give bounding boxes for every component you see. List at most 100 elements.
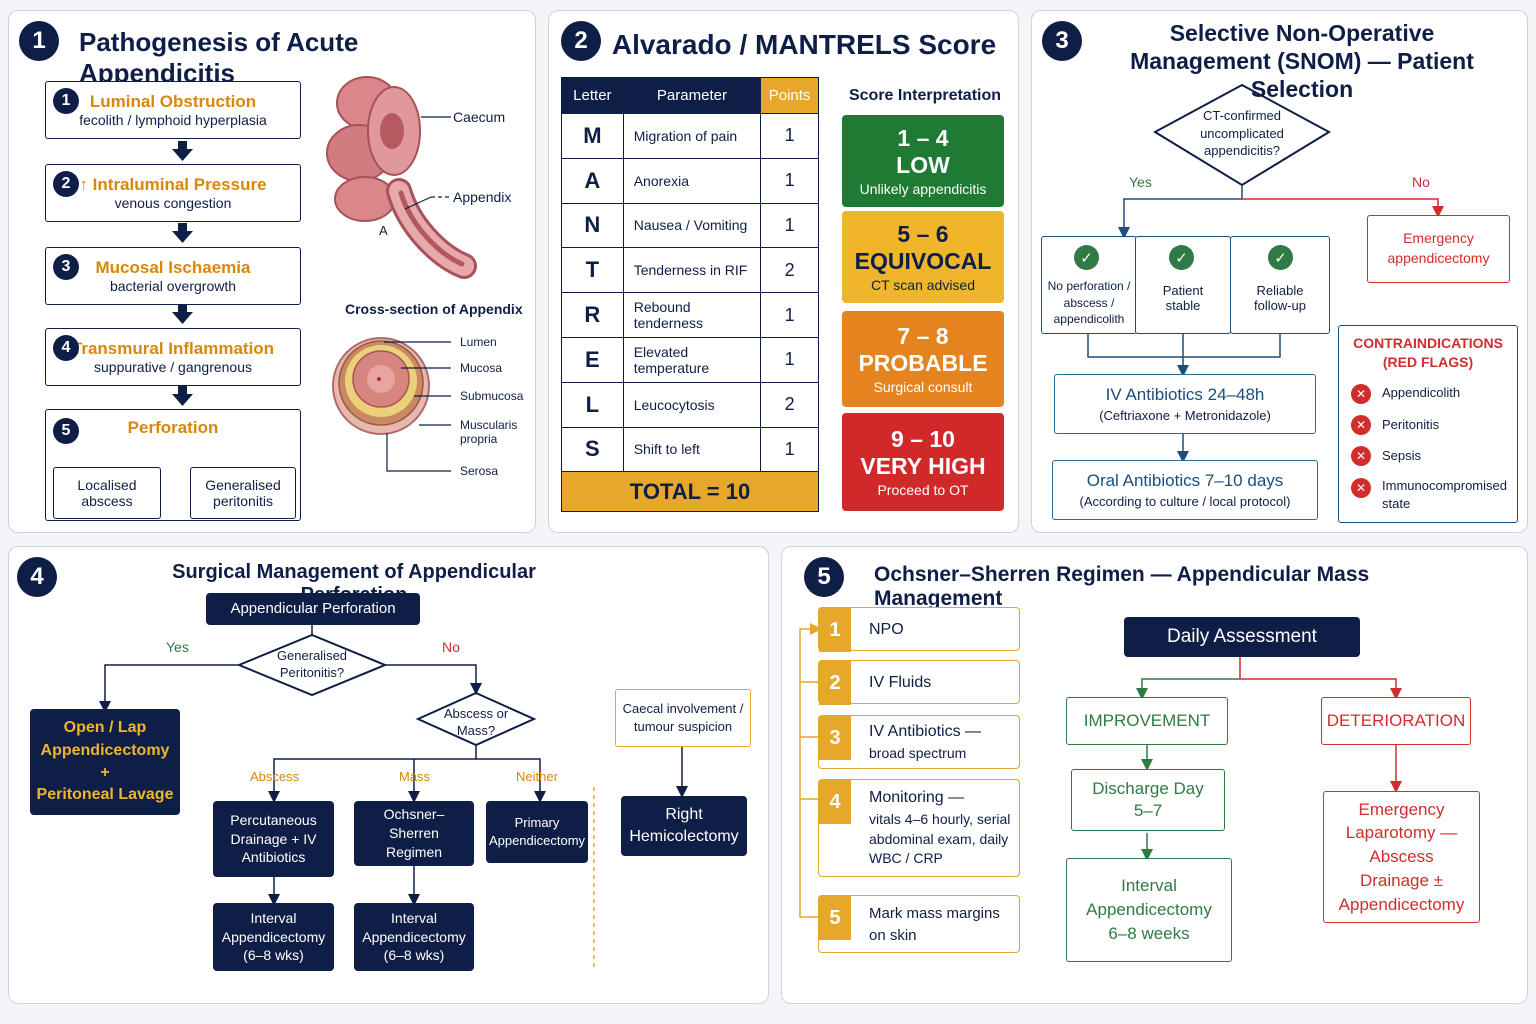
step-sub: broad spectrum bbox=[869, 745, 967, 761]
parameter-cell: Migration of pain bbox=[622, 113, 762, 159]
ochsner-sherren-regimen: Ochsner–Sherren Regimen bbox=[354, 801, 474, 866]
open-line-3: + bbox=[100, 764, 110, 781]
step-number: 4 bbox=[53, 335, 79, 361]
label-a-marker: A bbox=[379, 223, 388, 238]
red-flag-icon: ✕ bbox=[1351, 478, 1371, 498]
step-number: 5 bbox=[819, 896, 851, 940]
oral-antibiotics-title: Oral Antibiotics 7–10 days bbox=[1086, 471, 1284, 490]
step-number: 2 bbox=[819, 661, 851, 705]
layer-submucosa: Submucosa bbox=[460, 389, 524, 403]
ochsner-connectors bbox=[799, 623, 1402, 918]
points-cell: 2 bbox=[760, 247, 819, 294]
parameter-cell: Rebound tenderness bbox=[622, 292, 762, 338]
deterioration-box: DETERIORATION bbox=[1321, 697, 1471, 745]
label-yes: Yes bbox=[1129, 174, 1152, 190]
snom-connectors bbox=[1087, 83, 1444, 463]
surgical-connectors bbox=[99, 625, 688, 967]
interpretation-title: Score Interpretation bbox=[848, 87, 1002, 104]
red-flag-appendicolith: Appendicolith bbox=[1382, 385, 1461, 400]
score-equivocal: 5 – 6 EQUIVOCAL CT scan advised bbox=[842, 211, 1004, 303]
header-letter: Letter bbox=[561, 77, 624, 114]
points-cell: 1 bbox=[760, 336, 819, 383]
letter-cell: R bbox=[561, 292, 624, 338]
panel-pathogenesis: 1 Pathogenesis of Acute Appendicitis Lum… bbox=[8, 10, 536, 533]
interval-appendicectomy-2: Interval Appendicectomy (6–8 wks) bbox=[354, 903, 474, 971]
step-sub: bacterial overgrowth bbox=[109, 278, 237, 294]
check-icon: ✓ bbox=[1074, 245, 1099, 270]
root-appendicular-perforation: Appendicular Perforation bbox=[206, 593, 420, 625]
score-range: 1 – 4 bbox=[897, 125, 949, 152]
parameter-cell: Anorexia bbox=[622, 157, 762, 204]
letter-cell: M bbox=[561, 113, 624, 159]
criterion-label: No perforation / abscess / appendicolith bbox=[1047, 279, 1131, 326]
outcome-localised-abscess: Localised abscess bbox=[53, 467, 161, 519]
branch-neither: Neither bbox=[516, 769, 558, 784]
contraindications-title: CONTRAINDICATIONS (RED FLAGS) bbox=[1353, 335, 1503, 370]
points-cell: 1 bbox=[760, 202, 819, 249]
points-cell: 1 bbox=[760, 157, 819, 204]
step-number: 4 bbox=[819, 780, 851, 824]
improvement-box: IMPROVEMENT bbox=[1066, 697, 1228, 745]
decision-generalised-peritonitis: Generalised Peritonitis? bbox=[276, 648, 348, 680]
score-probable: 7 – 8 PROBABLE Surgical consult bbox=[842, 311, 1004, 407]
step-title: ↑ Intraluminal Pressure bbox=[79, 175, 267, 194]
step-intraluminal-pressure: ↑ Intraluminal Pressure venous congestio… bbox=[45, 164, 301, 222]
score-sub: Unlikely appendicitis bbox=[859, 180, 987, 197]
caecum-illustration bbox=[326, 76, 477, 279]
panel-3-number: 3 bbox=[1042, 21, 1082, 61]
step-monitoring: 4 Monitoring — vitals 4–6 hourly, serial… bbox=[818, 779, 1020, 877]
step-sub: vitals 4–6 hourly, serial abdominal exam… bbox=[869, 811, 1011, 867]
parameter-cell: Elevated temperature bbox=[622, 336, 762, 383]
step-number: 5 bbox=[53, 418, 79, 444]
open-line-2: Appendicectomy bbox=[40, 741, 170, 759]
step-sub: venous congestion bbox=[114, 195, 232, 211]
percutaneous-drainage: Percutaneous Drainage + IV Antibiotics bbox=[213, 801, 334, 877]
iv-antibiotics-title: IV Antibiotics 24–48h bbox=[1105, 385, 1265, 404]
layer-serosa: Serosa bbox=[460, 464, 499, 478]
outcome-generalised-peritonitis: Generalised peritonitis bbox=[190, 467, 296, 519]
step-text: Monitoring — bbox=[869, 789, 965, 806]
parameter-cell: Nausea / Vomiting bbox=[622, 202, 762, 249]
letter-cell: A bbox=[561, 157, 624, 204]
emergency-laparotomy-box: Emergency Laparotomy — Abscess Drainage … bbox=[1323, 791, 1480, 923]
layer-lumen: Lumen bbox=[460, 335, 497, 349]
cross-section-illustration bbox=[332, 337, 430, 435]
panel-4-number: 4 bbox=[17, 557, 57, 597]
red-flag-peritonitis: Peritonitis bbox=[1382, 417, 1440, 432]
cross-section-title: Cross-section of Appendix bbox=[345, 301, 523, 317]
step-title: Luminal Obstruction bbox=[89, 92, 257, 111]
layer-mucosa: Mucosa bbox=[460, 361, 503, 375]
label-no: No bbox=[442, 639, 460, 655]
discharge-box: Discharge Day 5–7 bbox=[1071, 769, 1225, 831]
primary-appendicectomy: Primary Appendicectomy bbox=[486, 801, 588, 863]
points-cell: 1 bbox=[760, 426, 819, 473]
parameter-cell: Shift to left bbox=[622, 426, 762, 473]
red-flag-sepsis: Sepsis bbox=[1382, 448, 1422, 463]
panel-1-title: Pathogenesis of Acute Appendicitis bbox=[79, 27, 359, 88]
panel-surgical-management: 4 Surgical Management of Appendicular Pe… bbox=[8, 546, 769, 1004]
score-range: 7 – 8 bbox=[897, 323, 949, 350]
parameter-cell: Leucocytosis bbox=[622, 381, 762, 428]
emergency-appendicectomy-box: Emergency appendicectomy bbox=[1367, 215, 1510, 283]
red-flag-icon: ✕ bbox=[1351, 384, 1371, 404]
check-icon: ✓ bbox=[1169, 245, 1194, 270]
step-luminal-obstruction: Luminal Obstruction fecolith / lymphoid … bbox=[45, 81, 301, 139]
oral-antibiotics-box: Oral Antibiotics 7–10 days (According to… bbox=[1052, 460, 1318, 520]
caecal-label: Caecal involvement / tumour suspicion bbox=[622, 700, 744, 734]
letter-cell: L bbox=[561, 381, 624, 428]
step-text: IV Fluids bbox=[869, 674, 932, 691]
emergency-label: Emergency appendicectomy bbox=[1387, 230, 1490, 266]
label-yes: Yes bbox=[166, 639, 189, 655]
panel-2-number: 2 bbox=[561, 21, 601, 61]
panel-5-title: Ochsner–Sherren Regimen — Appendicular M… bbox=[874, 563, 1370, 610]
step-sub: fecolith / lymphoid hyperplasia bbox=[79, 112, 267, 128]
score-level: PROBABLE bbox=[858, 349, 988, 376]
iv-antibiotics-sub: (Ceftriaxone + Metronidazole) bbox=[1099, 408, 1271, 423]
step-number: 3 bbox=[53, 254, 79, 280]
step-npo: 1 NPO bbox=[818, 607, 1020, 652]
decision-ct-confirmed: CT-confirmed uncomplicated appendicitis? bbox=[1200, 108, 1284, 159]
